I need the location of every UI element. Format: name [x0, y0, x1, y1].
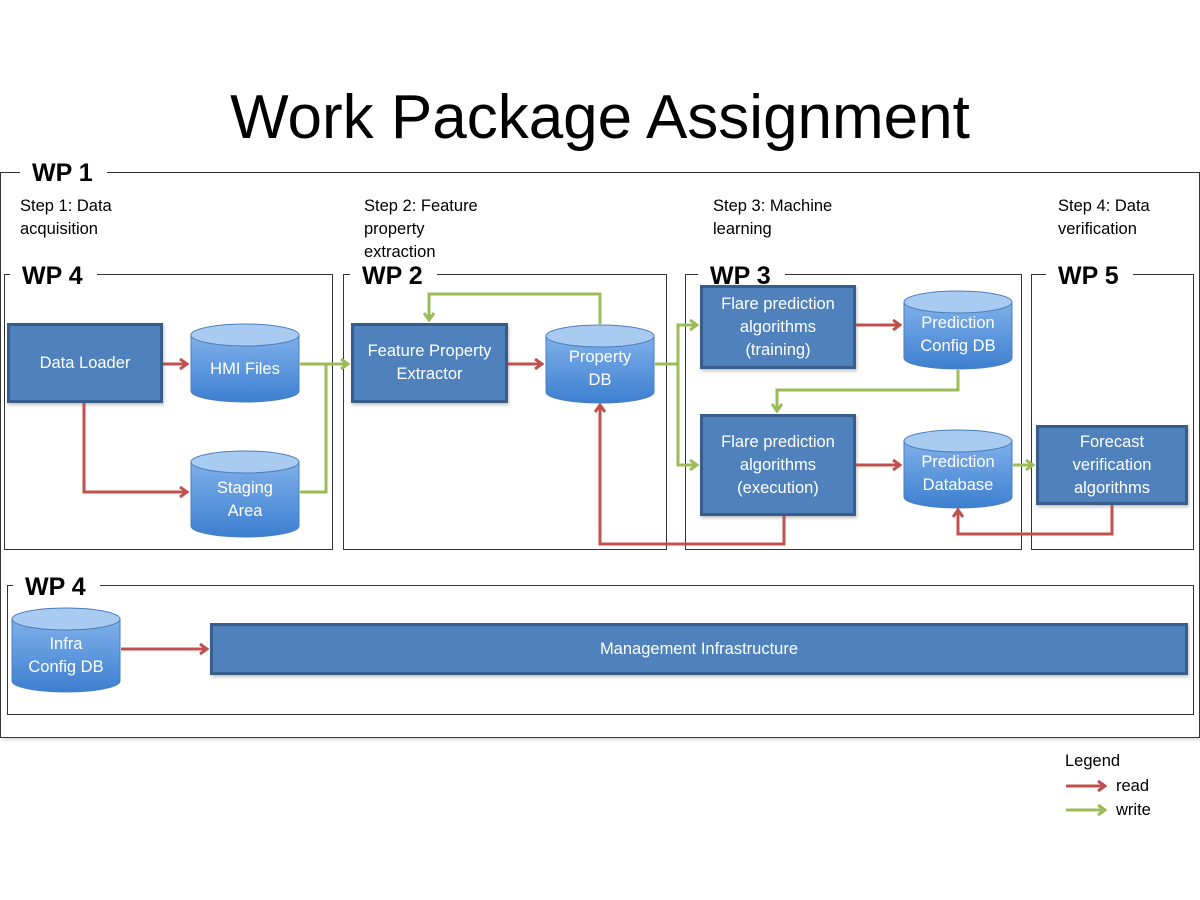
hmi-files-db[interactable]: HMI Files: [190, 323, 300, 403]
wp4-acquisition-label: WP 4: [10, 262, 97, 290]
legend-title: Legend: [1065, 752, 1121, 770]
wp4-acquisition-frame: [4, 274, 333, 550]
database-icon: [903, 290, 1013, 370]
database-icon: [190, 450, 300, 538]
page-title: Work Package Assignment: [230, 83, 970, 152]
legend-read-label: read: [1116, 777, 1150, 795]
wp4-infrastructure-label: WP 4: [13, 573, 100, 601]
database-icon: [190, 323, 300, 403]
database-icon: [11, 607, 121, 693]
database-icon: [903, 429, 1013, 509]
wp1-label: WP 1: [20, 159, 107, 187]
wp2-label: WP 2: [350, 262, 437, 290]
wp5-frame: [1031, 274, 1194, 550]
wp5-label: WP 5: [1046, 262, 1133, 290]
legend-write-label: write: [1116, 801, 1151, 819]
data-loader-box[interactable]: Data Loader: [7, 323, 163, 403]
wp2-frame: [343, 274, 667, 550]
database-icon: [545, 324, 655, 404]
management-infrastructure-box[interactable]: Management Infrastructure: [210, 623, 1188, 675]
wp4-infrastructure-frame: [7, 585, 1194, 715]
